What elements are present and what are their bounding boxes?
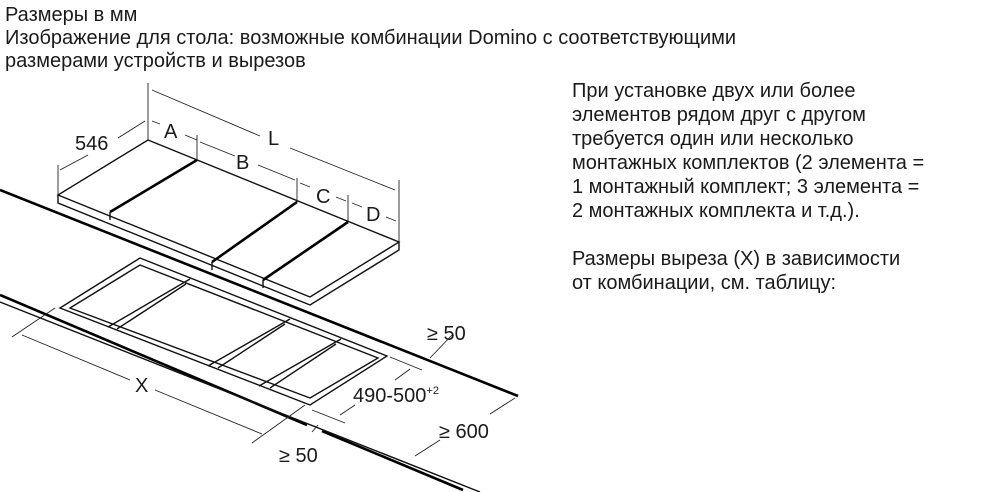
dimension-c-label: C [316, 186, 330, 208]
header-subtitle: Изображение для стола: возможные комбина… [5, 27, 737, 49]
header-subtitle-cont: размерами устройств и вырезов [5, 50, 306, 72]
back-gap-label: ≥ 50 [427, 323, 466, 345]
note-cutout: Размеры выреза (X) в зависимости от комб… [572, 247, 924, 295]
dimension-b-label: B [236, 152, 249, 174]
countertop-front-edge [321, 429, 464, 492]
dimension-depth-label: 546 [75, 133, 108, 155]
installation-notes: При установке двух или более элементов р… [572, 79, 924, 319]
cutout-depth-tolerance: +2 [426, 385, 439, 397]
countertop-front-edge-lower [0, 301, 481, 492]
note-line: требуется один или несколько [572, 128, 854, 150]
cutout-depth-value: 490-500 [353, 385, 426, 407]
note-line: При установке двух или более [572, 80, 856, 102]
note-line: от комбинации, см. таблицу: [572, 272, 837, 294]
note-line: 1 монтажный комплект; 3 элемента = [572, 176, 920, 198]
dimension-lines [11, 83, 516, 457]
dimension-l-label: L [268, 128, 279, 150]
counter-depth-label: ≥ 600 [439, 421, 489, 443]
header-title: Размеры в мм [5, 4, 138, 26]
note-mounting-kit: При установке двух или более элементов р… [572, 79, 924, 223]
hob-modules [56, 139, 401, 306]
cutout-frame [58, 257, 389, 406]
header: Размеры в мм Изображение для стола: возм… [5, 4, 736, 73]
cutout-depth-label: 490-500+2 [353, 385, 439, 407]
note-line: 2 монтажных комплекта и т.д.). [572, 200, 860, 222]
note-line: Размеры выреза (X) в зависимости [572, 248, 901, 270]
note-line: монтажных комплектов (2 элемента = [572, 152, 925, 174]
dimension-a-label: A [164, 121, 178, 143]
note-line: элементов рядом друг с другом [572, 104, 866, 126]
countertop-back-edge [0, 188, 519, 398]
dimension-d-label: D [366, 204, 380, 226]
cutout-width-label: X [135, 375, 148, 397]
front-gap-label: ≥ 50 [279, 445, 318, 467]
